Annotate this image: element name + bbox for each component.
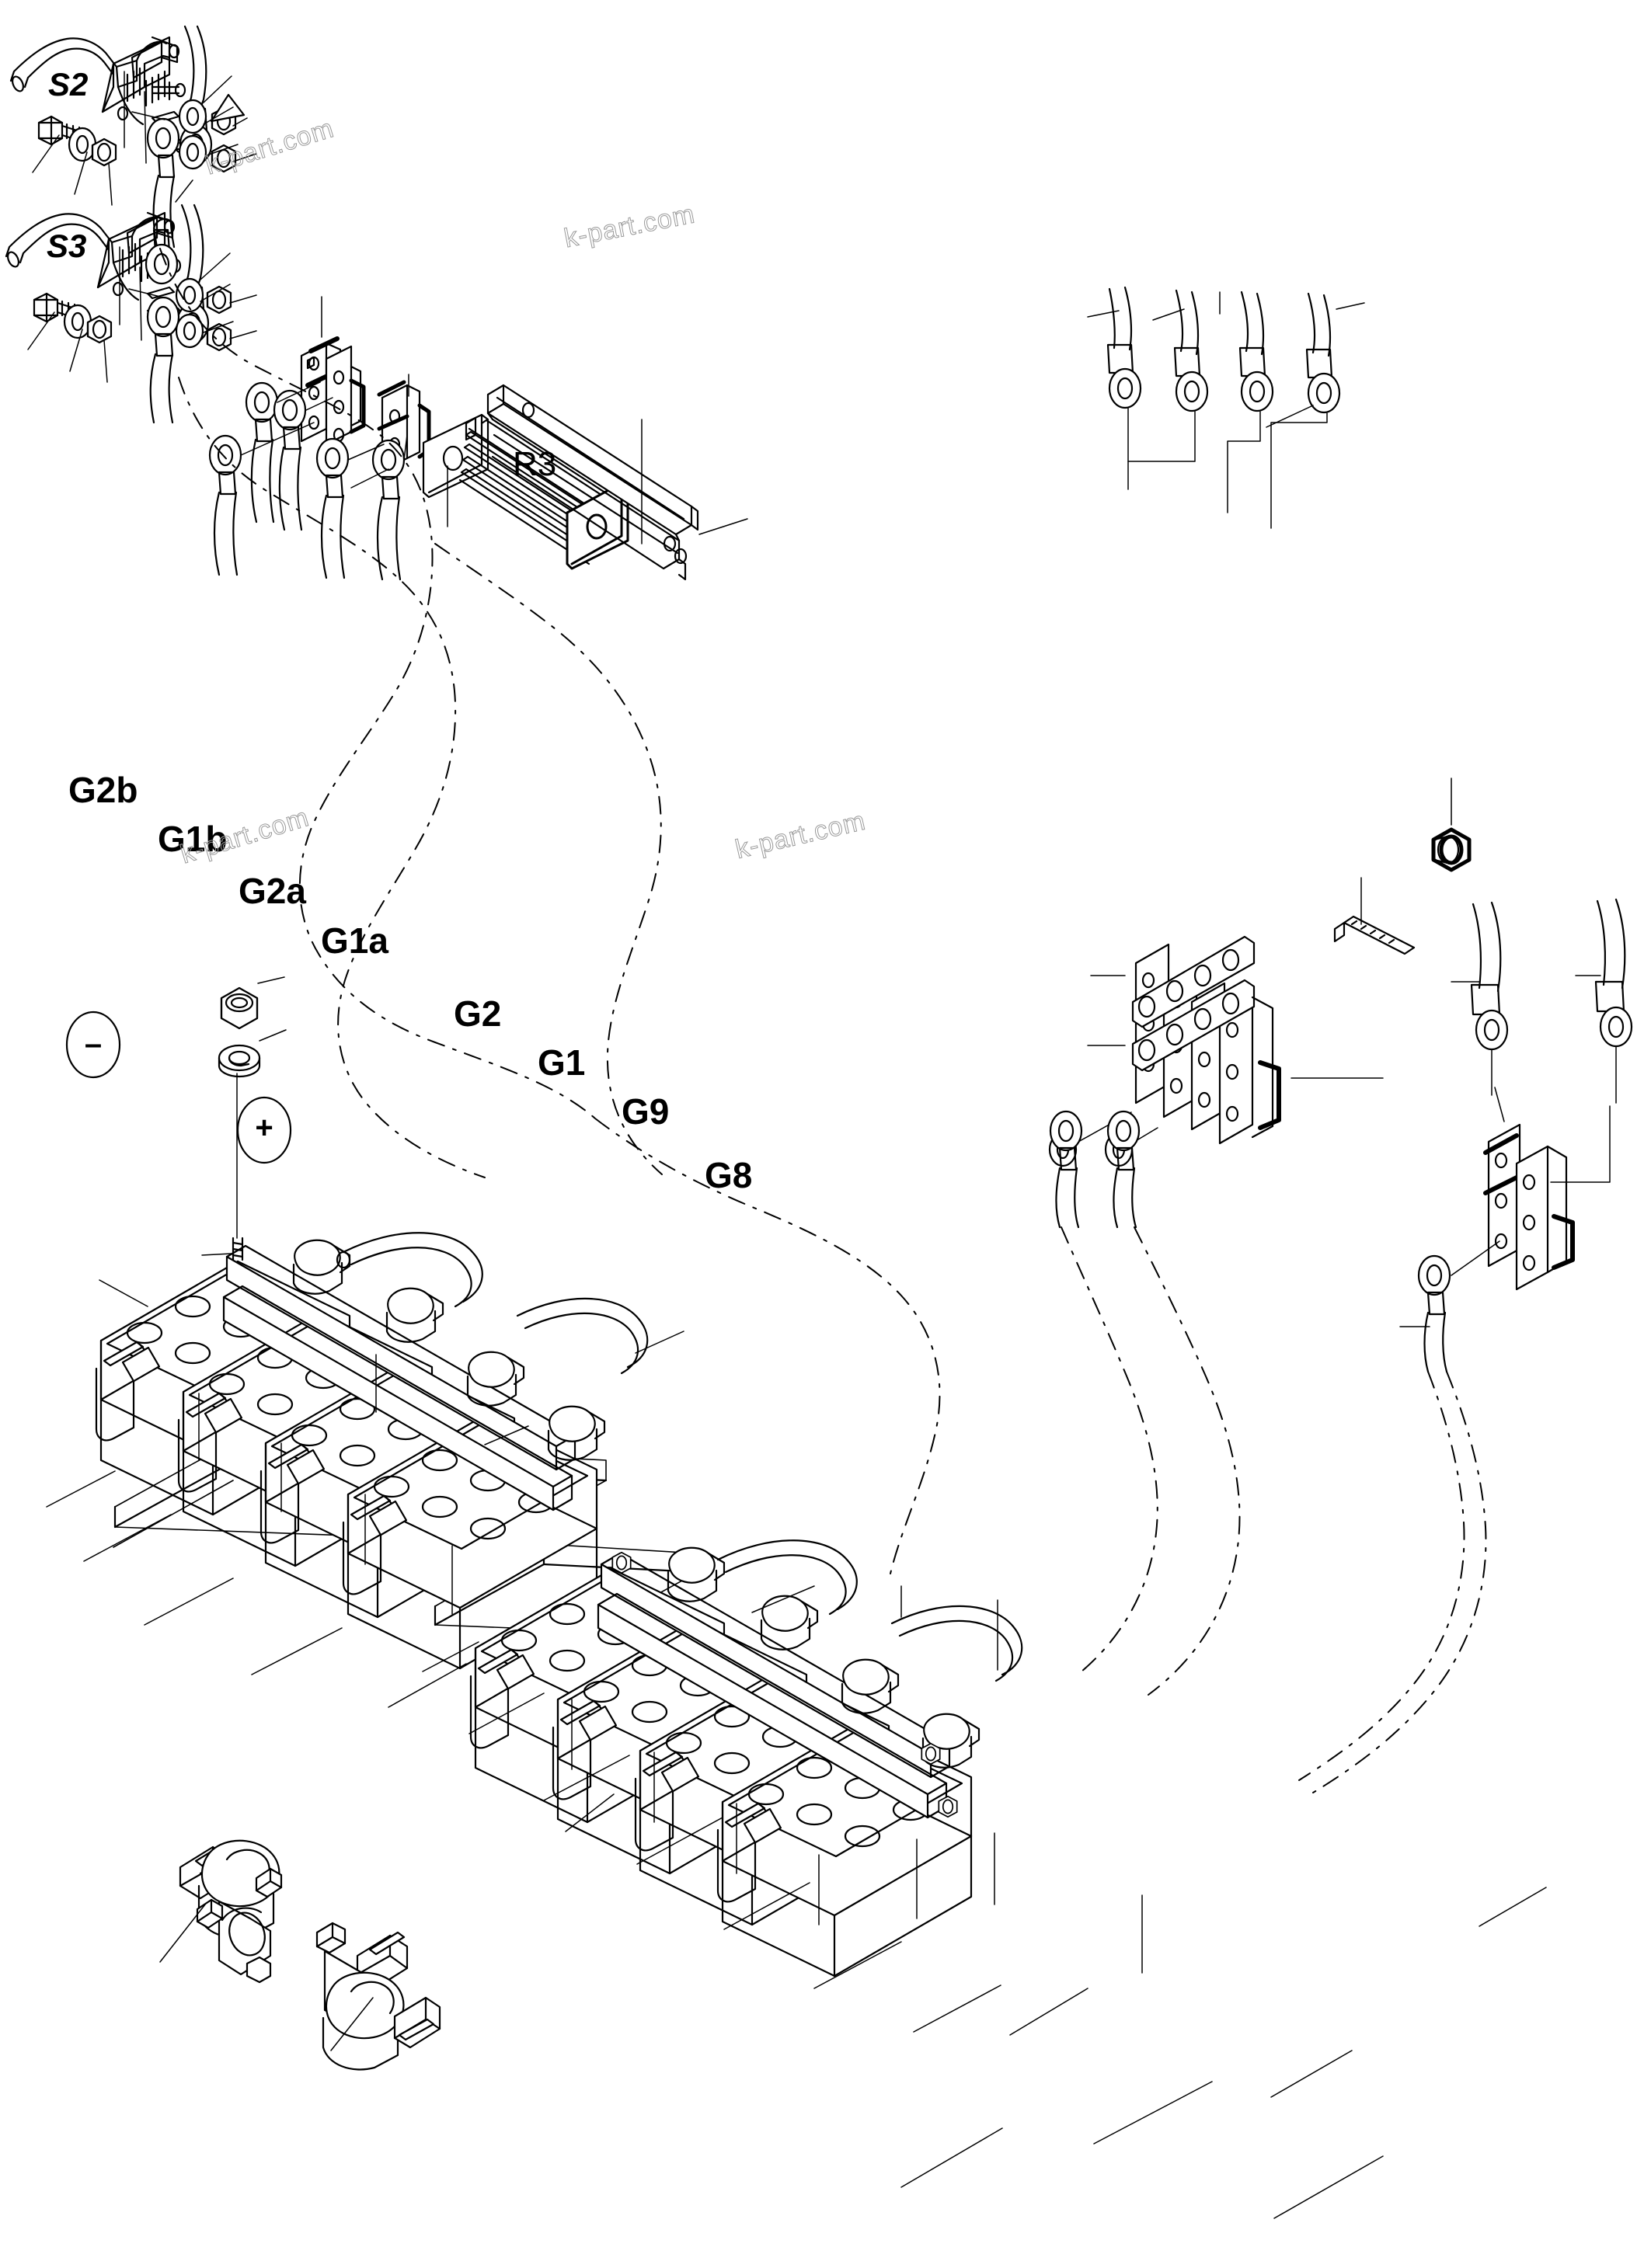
solenoid-s3-assembly: [5, 203, 257, 424]
battery-bank-left: [46, 1232, 699, 1708]
battery-bank-right: [422, 1539, 1023, 2033]
battery-terminal-posts-left: [292, 1232, 649, 1461]
label-G8: G8: [705, 1155, 753, 1195]
mounting-rail: [486, 384, 748, 581]
label-S2: S2: [48, 66, 89, 103]
battery-G1a: [342, 1414, 598, 1670]
label-R3: R3: [513, 445, 557, 483]
label-G1: G1: [538, 1042, 586, 1083]
stud-and-nut: [1333, 777, 1472, 955]
terminal-block: [1048, 935, 1384, 1167]
battery-terminal-posts-right: [667, 1539, 1023, 1769]
stud-nut-washer-left: [201, 976, 287, 1261]
label-G2a: G2a: [239, 871, 306, 911]
terminal-block-cables: [1049, 1110, 1141, 1229]
battery-G8: [716, 1721, 973, 1978]
label-G1a: G1a: [321, 920, 388, 961]
cable-routing-lines: [159, 248, 1487, 1793]
battery-clamp-positive: [315, 1922, 441, 2071]
label-G9: G9: [622, 1091, 670, 1132]
label-S3: S3: [47, 228, 87, 264]
cable-bracket-right: [1399, 898, 1633, 1373]
label-G2: G2: [454, 993, 502, 1034]
polarity-negative: –: [84, 1027, 103, 1061]
label-G1b: G1b: [158, 819, 228, 859]
cable-bracket-left: [208, 296, 431, 581]
solenoid-s2-assembly: [9, 25, 257, 249]
polarity-positive: +: [255, 1111, 273, 1145]
battery-clamp-negative: [159, 1839, 283, 1984]
top-right-cables: [1087, 286, 1365, 529]
label-G2b: G2b: [68, 770, 138, 810]
